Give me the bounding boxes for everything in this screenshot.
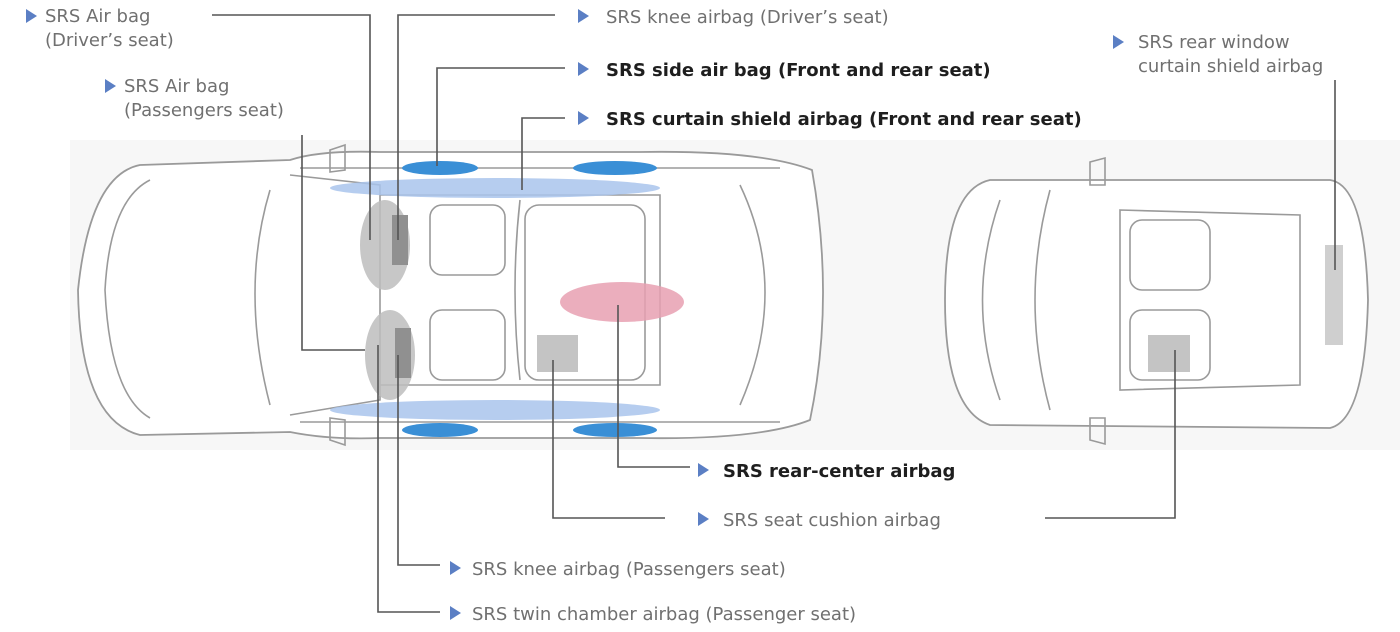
bullet-icon — [698, 512, 709, 526]
main-car-illustration — [77, 143, 824, 447]
label-rear-window: SRS rear window curtain shield airbag — [1113, 32, 1323, 77]
knee-airbag-passenger — [395, 328, 411, 378]
svg-text:SRS twin chamber airbag (Passe: SRS twin chamber airbag (Passenger seat) — [472, 604, 856, 625]
svg-text:SRS seat cushion airbag: SRS seat cushion airbag — [723, 510, 941, 531]
seat-cushion-airbag-main — [537, 335, 578, 372]
side-airbag-rear-left — [573, 161, 657, 175]
bullet-icon — [578, 111, 589, 125]
bullet-icon — [698, 463, 709, 477]
rear-window-curtain-airbag — [1325, 245, 1343, 345]
knee-airbag-driver — [392, 215, 408, 265]
svg-text:SRS knee airbag (Driver’s seat: SRS knee airbag (Driver’s seat) — [606, 7, 889, 28]
bullet-icon — [450, 606, 461, 620]
seat-cushion-airbag-rear — [1148, 335, 1190, 372]
label-rear-center: SRS rear-center airbag — [698, 461, 955, 482]
rear-center-airbag — [560, 282, 684, 322]
airbag-highlights — [330, 161, 1343, 437]
svg-text:SRS rear-center airbag: SRS rear-center airbag — [723, 461, 955, 482]
side-airbag-rear-right — [573, 423, 657, 437]
bullet-icon — [450, 561, 461, 575]
label-passenger-airbag: SRS Air bag (Passengers seat) — [105, 76, 284, 121]
label-knee-driver: SRS knee airbag (Driver’s seat) — [578, 7, 889, 28]
label-driver-airbag: SRS Air bag (Driver’s seat) — [26, 6, 174, 51]
label-curtain-shield: SRS curtain shield airbag (Front and rea… — [578, 109, 1082, 130]
label-twin-chamber: SRS twin chamber airbag (Passenger seat) — [450, 604, 856, 625]
curtain-airbag-right — [330, 400, 660, 420]
label-knee-passenger: SRS knee airbag (Passengers seat) — [450, 559, 786, 580]
label-seat-cushion: SRS seat cushion airbag — [698, 510, 941, 531]
rear-car-illustration — [944, 156, 1369, 446]
svg-text:(Passengers seat): (Passengers seat) — [124, 100, 284, 121]
side-airbag-front-left — [402, 161, 478, 175]
bullet-icon — [578, 9, 589, 23]
side-airbag-front-right — [402, 423, 478, 437]
bullet-icon — [578, 62, 589, 76]
svg-text:SRS Air bag: SRS Air bag — [124, 76, 229, 97]
svg-text:curtain shield airbag: curtain shield airbag — [1138, 56, 1323, 77]
svg-text:SRS knee airbag (Passengers se: SRS knee airbag (Passengers seat) — [472, 559, 786, 580]
svg-text:SRS Air bag: SRS Air bag — [45, 6, 150, 27]
svg-text:(Driver’s seat): (Driver’s seat) — [45, 30, 174, 51]
svg-text:SRS rear window: SRS rear window — [1138, 32, 1290, 53]
bullet-icon — [1113, 35, 1124, 49]
bullet-icon — [105, 79, 116, 93]
svg-text:SRS side air bag (Front and re: SRS side air bag (Front and rear seat) — [606, 60, 991, 81]
curtain-airbag-left — [330, 178, 660, 198]
svg-text:SRS curtain shield airbag (Fro: SRS curtain shield airbag (Front and rea… — [606, 109, 1082, 130]
label-side-airbag: SRS side air bag (Front and rear seat) — [578, 60, 991, 81]
bullet-icon — [26, 9, 37, 23]
leader-lines — [212, 14, 1336, 613]
